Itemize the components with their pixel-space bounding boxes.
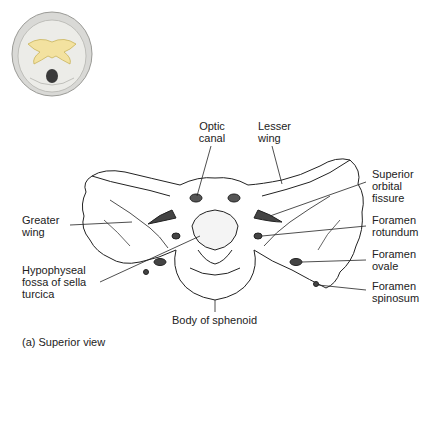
part-label: Greater wing <box>22 214 68 238</box>
part-label: Foramen spinosum <box>372 280 432 304</box>
skull-inset <box>12 12 92 96</box>
part-label: Superior orbital fissure <box>372 168 428 204</box>
part-label: Body of sphenoid <box>172 314 257 326</box>
part-label: Hypophyseal fossa of sella turcica <box>22 264 98 300</box>
part-label: Foramen rotundum <box>372 214 428 238</box>
figure-caption: (a) Superior view <box>22 336 105 348</box>
leader-lines <box>70 146 366 312</box>
part-label: Optic canal <box>190 120 234 144</box>
part-label: Lesser wing <box>258 120 302 144</box>
part-label: Foramen ovale <box>372 248 428 272</box>
sphenoid-bone <box>82 159 363 300</box>
